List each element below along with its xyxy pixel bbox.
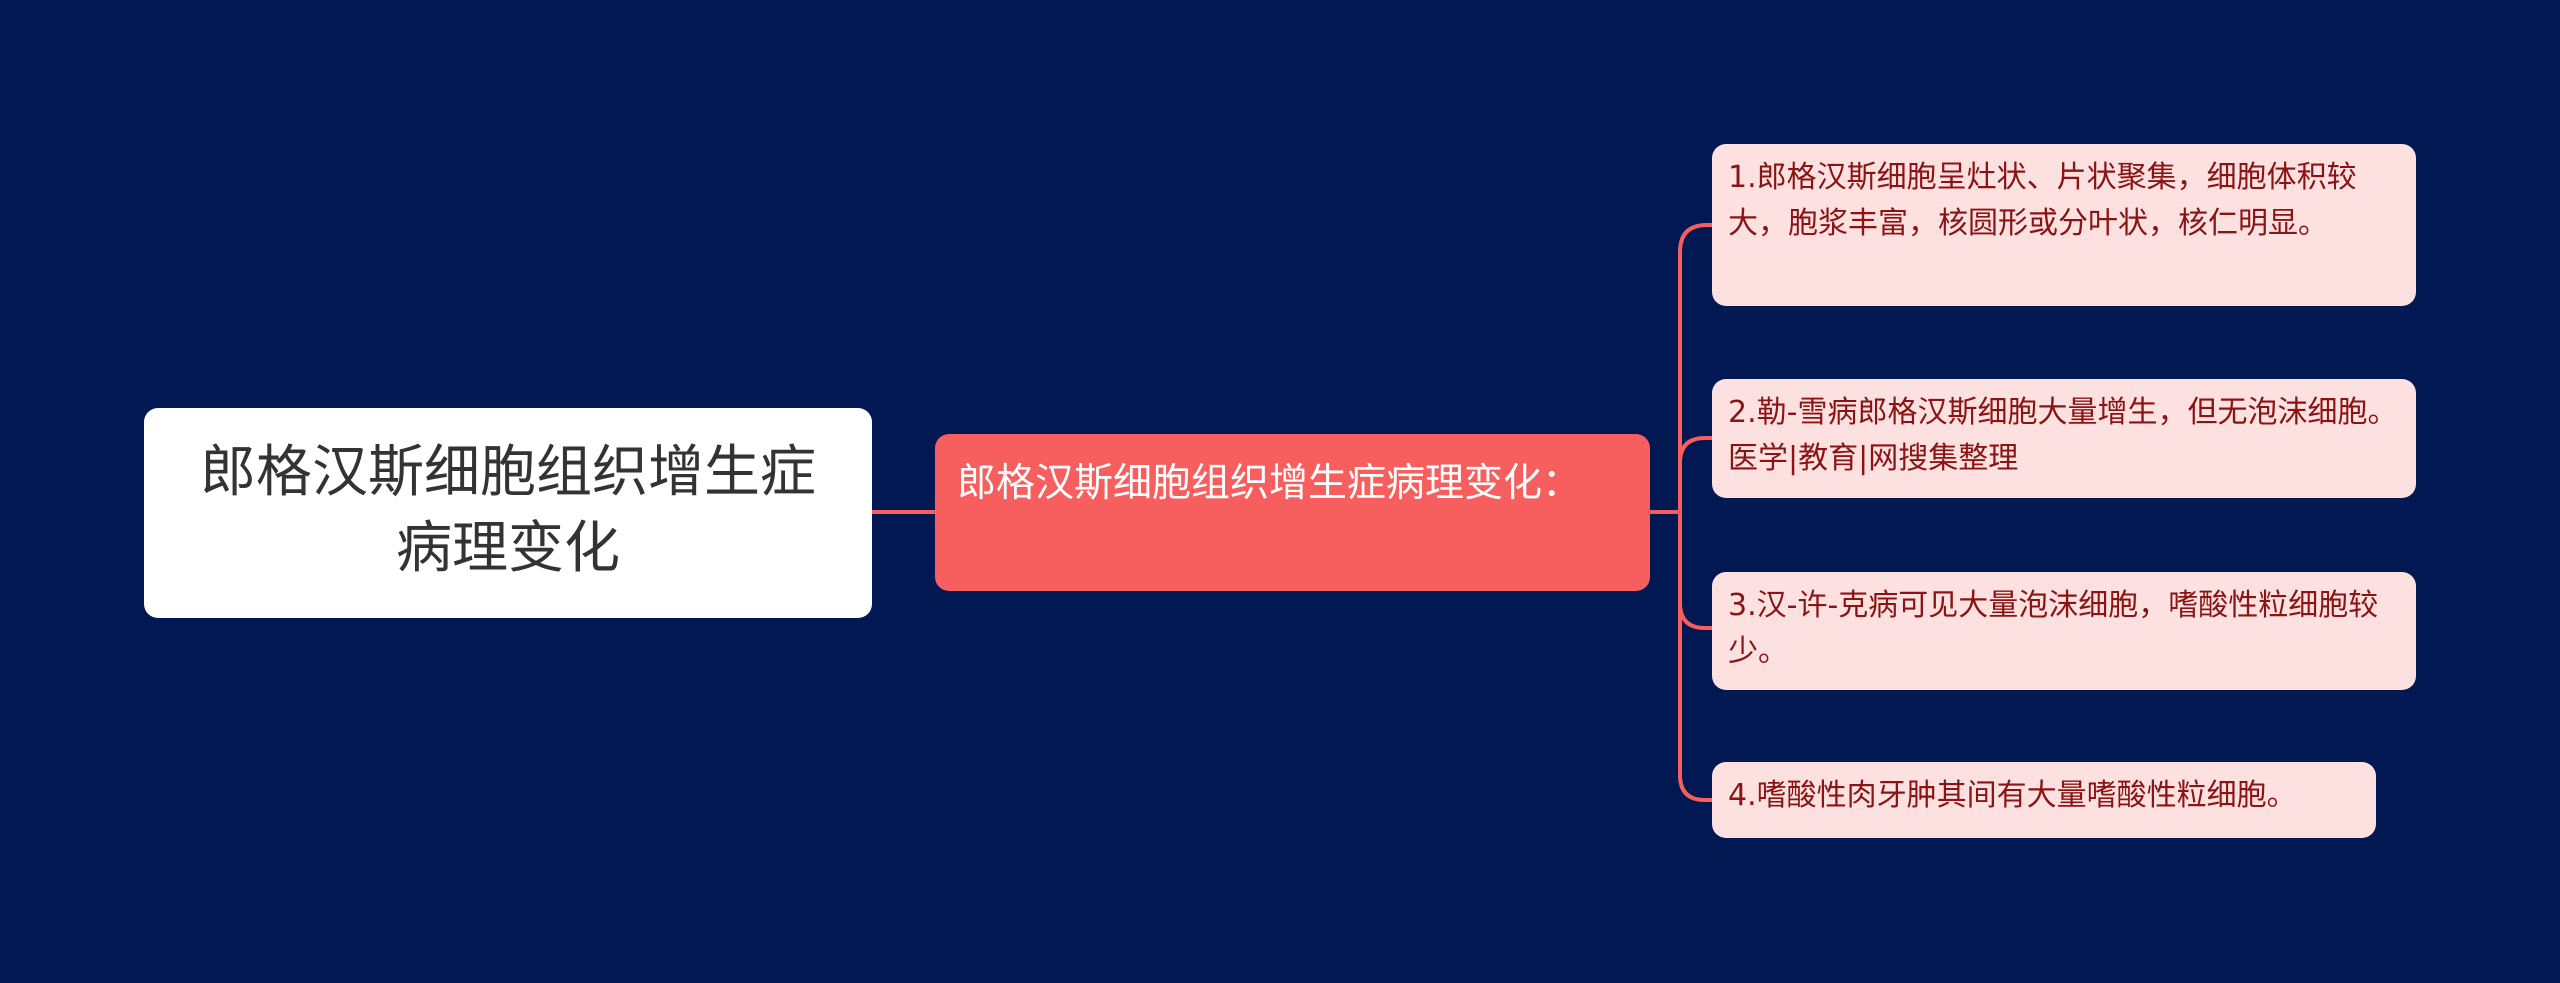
leaf-label-2: 2.勒-雪病郎格汉斯细胞大量增生，但无泡沫细胞。医学|教育|网搜集整理 [1728,395,2398,476]
main-branch-node[interactable]: 郎格汉斯细胞组织增生症病理变化： [935,434,1650,591]
main-branch-label: 郎格汉斯细胞组织增生症病理变化： [957,461,1582,506]
leaf-1-connector [1678,223,1712,512]
leaf-2-connector [1678,436,1712,512]
leaf-node-4[interactable]: 4.嗜酸性肉牙肿其间有大量嗜酸性粒细胞。 [1712,762,2376,838]
leaf-label-3: 3.汉-许-克病可见大量泡沫细胞，嗜酸性粒细胞较少。 [1728,588,2379,669]
leaf-node-3[interactable]: 3.汉-许-克病可见大量泡沫细胞，嗜酸性粒细胞较少。 [1712,572,2416,690]
leaf-3-connector [1678,512,1712,630]
leaf-node-1[interactable]: 1.郎格汉斯细胞呈灶状、片状聚集，细胞体积较大，胞浆丰富，核圆形或分叶状，核仁明… [1712,144,2416,306]
leaf-node-2[interactable]: 2.勒-雪病郎格汉斯细胞大量增生，但无泡沫细胞。医学|教育|网搜集整理 [1712,379,2416,498]
root-topic-label: 郎格汉斯细胞组织增生症病理变化 [200,440,816,581]
leaf-4-connector [1678,512,1712,802]
leaf-label-4: 4.嗜酸性肉牙肿其间有大量嗜酸性粒细胞。 [1728,778,2297,813]
root-topic-node[interactable]: 郎格汉斯细胞组织增生症病理变化 [144,408,872,618]
leaf-label-1: 1.郎格汉斯细胞呈灶状、片状聚集，细胞体积较大，胞浆丰富，核圆形或分叶状，核仁明… [1728,160,2357,241]
